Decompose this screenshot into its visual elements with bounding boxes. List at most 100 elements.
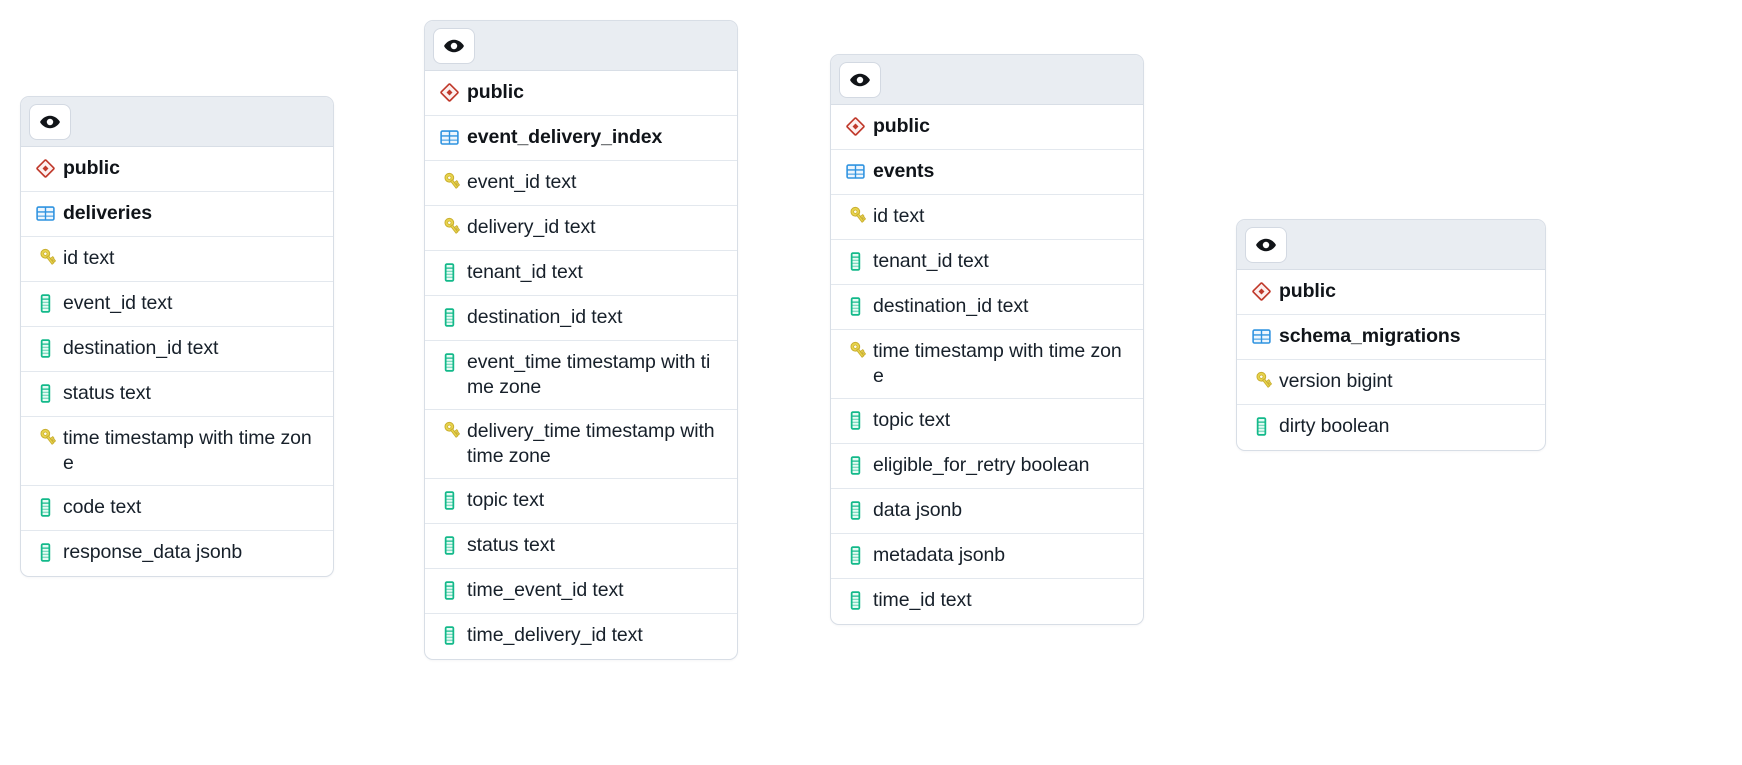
table-grid-icon — [35, 201, 61, 224]
key-icon — [439, 215, 465, 238]
primary-key-column-row[interactable]: event_id text — [425, 161, 737, 206]
table-name-row-label: events — [873, 160, 935, 182]
table-column-row-label: destination_id text — [63, 337, 219, 359]
table-column-row[interactable]: topic text — [425, 479, 737, 524]
table-column-row[interactable]: destination_id text — [425, 296, 737, 341]
key-icon — [845, 339, 871, 362]
table-column-row-label: event_time timestamp with time zone — [467, 351, 711, 398]
table-name-row-label: deliveries — [63, 202, 152, 224]
table-column-row-label: destination_id text — [873, 295, 1029, 317]
table-column-row-label: eligible_for_retry boolean — [873, 454, 1090, 476]
primary-key-column-row[interactable]: delivery_id text — [425, 206, 737, 251]
column-icon — [439, 350, 465, 373]
table-column-row[interactable]: code text — [21, 486, 333, 531]
primary-key-column-row-label: delivery_id text — [467, 216, 596, 238]
column-icon — [1251, 414, 1277, 437]
table-column-row[interactable]: eligible_for_retry boolean — [831, 444, 1143, 489]
column-icon — [845, 498, 871, 521]
table-name-row[interactable]: event_delivery_index — [425, 116, 737, 161]
table-column-row-label: response_data jsonb — [63, 541, 243, 563]
column-icon — [439, 305, 465, 328]
table-column-row-label: status text — [467, 534, 555, 556]
primary-key-column-row[interactable]: time timestamp with time zone — [21, 417, 333, 486]
eye-icon — [1255, 234, 1277, 256]
primary-key-column-row[interactable]: id text — [831, 195, 1143, 240]
table-name-row[interactable]: schema_migrations — [1237, 315, 1545, 360]
table-column-row[interactable]: status text — [425, 524, 737, 569]
table-column-row-label: time_event_id text — [467, 579, 624, 601]
column-icon — [35, 336, 61, 359]
schema-row[interactable]: public — [21, 147, 333, 192]
table-column-row[interactable]: destination_id text — [831, 285, 1143, 330]
schema-diamond-icon — [35, 156, 61, 179]
primary-key-column-row[interactable]: version bigint — [1237, 360, 1545, 405]
table-column-row-label: dirty boolean — [1279, 415, 1390, 437]
primary-key-column-row[interactable]: time timestamp with time zone — [831, 330, 1143, 399]
table-column-row[interactable]: event_id text — [21, 282, 333, 327]
column-icon — [845, 453, 871, 476]
primary-key-column-row[interactable]: delivery_time timestamp with time zone — [425, 410, 737, 479]
primary-key-column-row[interactable]: id text — [21, 237, 333, 282]
schema-row[interactable]: public — [425, 71, 737, 116]
table-name-row[interactable]: events — [831, 150, 1143, 195]
eye-icon — [39, 111, 61, 133]
table-column-row-label: tenant_id text — [873, 250, 989, 272]
schema-row-label: public — [873, 115, 930, 137]
key-icon — [439, 419, 465, 442]
table-grid-icon — [1251, 324, 1277, 347]
table-column-row[interactable]: response_data jsonb — [21, 531, 333, 576]
column-icon — [35, 495, 61, 518]
primary-key-column-row-label: time timestamp with time zone — [873, 340, 1122, 387]
visibility-toggle-button[interactable] — [29, 103, 71, 140]
schema-row-label: public — [467, 81, 524, 103]
column-icon — [439, 488, 465, 511]
primary-key-column-row-label: version bigint — [1279, 370, 1393, 392]
column-icon — [845, 294, 871, 317]
table-card-header — [425, 21, 737, 71]
column-icon — [439, 533, 465, 556]
table-column-row[interactable]: time_id text — [831, 579, 1143, 624]
column-icon — [439, 623, 465, 646]
column-icon — [35, 540, 61, 563]
table-column-row-label: event_id text — [63, 292, 173, 314]
column-icon — [845, 408, 871, 431]
table-column-row[interactable]: metadata jsonb — [831, 534, 1143, 579]
table-column-row-label: code text — [63, 496, 142, 518]
schema-row-label: public — [63, 157, 120, 179]
schema-diamond-icon — [845, 114, 871, 137]
column-icon — [845, 543, 871, 566]
schema-row[interactable]: public — [1237, 270, 1545, 315]
table-column-row-label: topic text — [873, 409, 951, 431]
table-name-row-label: event_delivery_index — [467, 126, 663, 148]
table-column-row[interactable]: tenant_id text — [831, 240, 1143, 285]
visibility-toggle-button[interactable] — [433, 27, 475, 64]
visibility-toggle-button[interactable] — [839, 61, 881, 98]
table-column-row[interactable]: data jsonb — [831, 489, 1143, 534]
column-icon — [35, 381, 61, 404]
table-column-row[interactable]: time_event_id text — [425, 569, 737, 614]
table-column-row-label: data jsonb — [873, 499, 962, 521]
table-name-row[interactable]: deliveries — [21, 192, 333, 237]
column-icon — [845, 588, 871, 611]
table-card-header — [831, 55, 1143, 105]
key-icon — [35, 246, 61, 269]
table-column-row[interactable]: time_delivery_id text — [425, 614, 737, 659]
table-column-row[interactable]: topic text — [831, 399, 1143, 444]
table-column-row[interactable]: tenant_id text — [425, 251, 737, 296]
schema-row[interactable]: public — [831, 105, 1143, 150]
eye-icon — [443, 35, 465, 57]
schema-row-label: public — [1279, 280, 1336, 302]
table-column-row[interactable]: destination_id text — [21, 327, 333, 372]
key-icon — [35, 426, 61, 449]
key-icon — [1251, 369, 1277, 392]
visibility-toggle-button[interactable] — [1245, 226, 1287, 263]
table-card-events[interactable]: public events id text tenant_id text destina… — [830, 54, 1144, 625]
table-column-row[interactable]: dirty boolean — [1237, 405, 1545, 450]
primary-key-column-row-label: delivery_time timestamp with time zone — [467, 420, 715, 467]
table-column-row[interactable]: status text — [21, 372, 333, 417]
table-card-event_delivery_index[interactable]: public event_delivery_index event_id text d… — [424, 20, 738, 660]
table-card-deliveries[interactable]: public deliveries id text event_id text dest… — [20, 96, 334, 577]
table-column-row[interactable]: event_time timestamp with time zone — [425, 341, 737, 410]
